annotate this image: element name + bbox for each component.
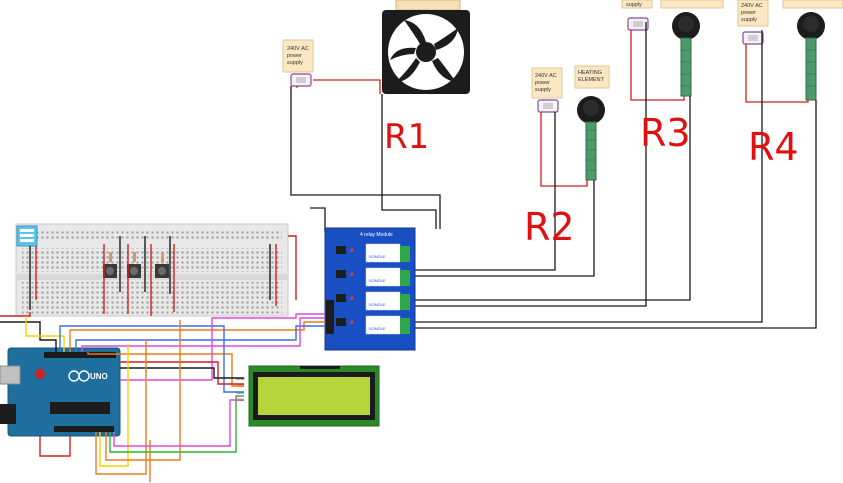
supply-1-line3: supply: [287, 60, 303, 66]
black-load-wires: [290, 22, 817, 329]
relay-board: 4 relay Module SONGLE SONGLE SONGLE SONG…: [324, 227, 416, 351]
supply-2-line1: 240V AC: [535, 73, 557, 79]
lcd-display: GND VCC SDA SCL: [236, 365, 380, 427]
heating-line1: HEATING: [578, 70, 602, 76]
power-supply-3: supply: [621, 0, 653, 31]
relay-label-r3: R3: [640, 111, 691, 155]
relay-label-r4: R4: [748, 125, 799, 169]
relay-label-r2: R2: [524, 205, 575, 249]
relay-brand-3: SONGLE: [369, 302, 386, 307]
supply-4-line1: 240V AC: [741, 3, 763, 9]
relay-brand-4: SONGLE: [369, 326, 386, 331]
heating-element: HEATING ELEMENT: [574, 65, 610, 181]
supply-3-line1: supply: [626, 2, 642, 8]
supply-1-line2: power: [287, 53, 302, 59]
power-supply-2: 240V AC power supply: [531, 67, 563, 113]
cooling-fan: [382, 0, 470, 94]
red-supply-wires: [296, 30, 809, 187]
supply-4-line3: supply: [741, 17, 757, 23]
push-buttons: [103, 252, 169, 278]
relay-brand-2: SONGLE: [369, 278, 386, 283]
relay-board-title: 4 relay Module: [360, 232, 393, 238]
supply-2-line3: supply: [535, 87, 551, 93]
arduino-board: UNO: [0, 347, 121, 437]
control-wires: [0, 312, 325, 482]
dht-sensor: [16, 225, 38, 247]
relay-labels: R1 R2 R3 R4: [384, 111, 799, 249]
supply-1-line1: 240V AC: [287, 46, 309, 52]
supply-4-line2: power: [741, 10, 756, 16]
breadboard-jumpers: [29, 235, 297, 316]
load-device-3: [660, 0, 724, 97]
load-device-4: [782, 0, 843, 101]
relay-label-r1: R1: [384, 117, 429, 157]
power-supply-4: 240V AC power supply: [737, 0, 769, 45]
arduino-logo: UNO: [90, 372, 108, 381]
relay-brand-1: SONGLE: [369, 254, 386, 259]
supply-2-line2: power: [535, 80, 550, 86]
breadboard: [15, 223, 289, 317]
heating-line2: ELEMENT: [578, 77, 605, 83]
power-supply-1: 240V AC power supply: [282, 39, 314, 87]
